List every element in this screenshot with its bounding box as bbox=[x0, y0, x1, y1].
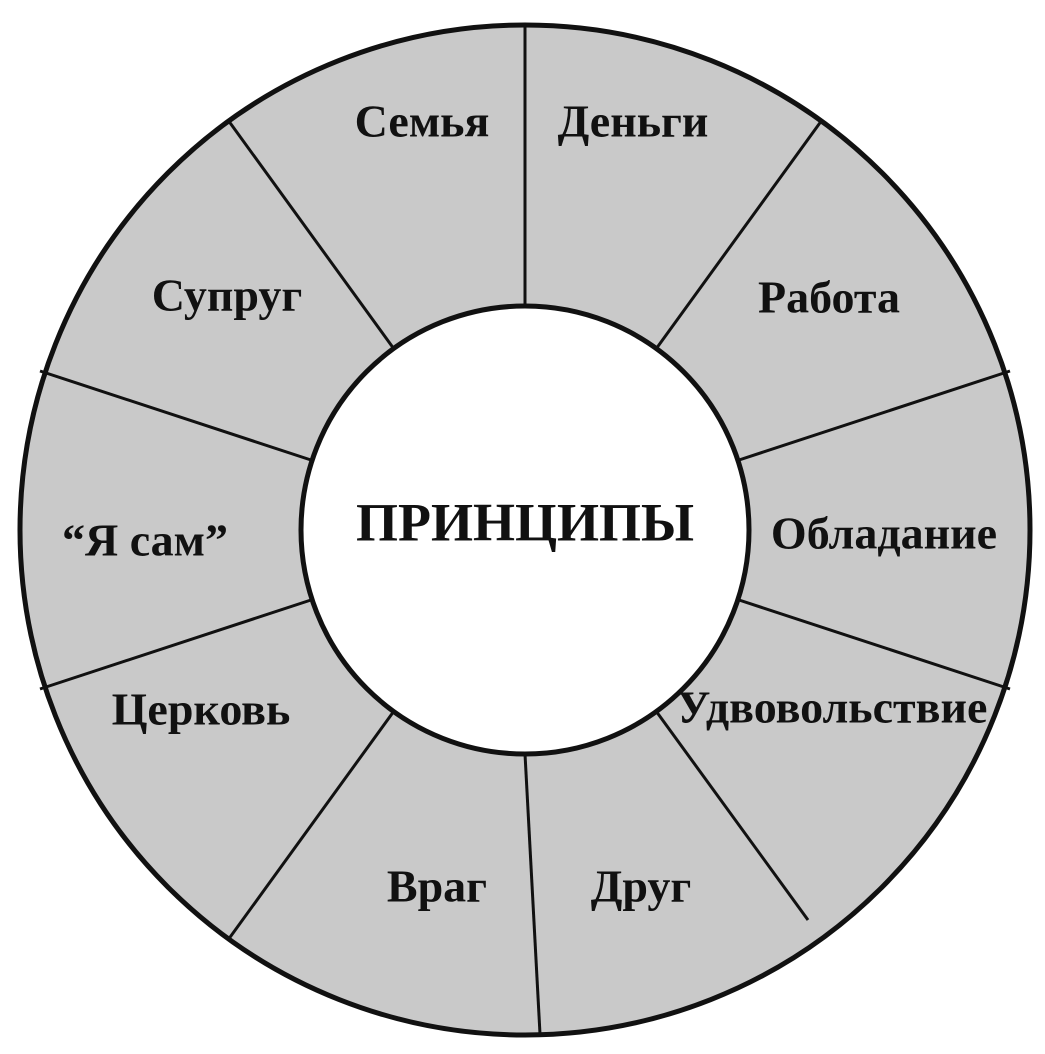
divider-line bbox=[226, 710, 396, 941]
center-label: ПРИНЦИПЫ bbox=[356, 492, 694, 552]
segment-label-self: “Я сам” bbox=[62, 515, 228, 566]
divider-line bbox=[39, 597, 315, 691]
segment-label-work: Работа bbox=[758, 272, 900, 323]
segment-label-possession: Обладание bbox=[771, 508, 997, 559]
segment-label-church: Церковь bbox=[112, 684, 291, 735]
divider-line bbox=[226, 119, 396, 350]
divider-line bbox=[39, 369, 315, 463]
segment-label-pleasure: Удвовольствие bbox=[677, 682, 988, 733]
segment-dividers bbox=[39, 25, 1011, 1035]
segment-label-money: Деньги bbox=[558, 96, 709, 147]
divider-line bbox=[735, 597, 1011, 691]
divider-line bbox=[735, 369, 1011, 463]
segment-label-spouse: Супруг bbox=[152, 270, 302, 321]
segment-label-friend: Друг bbox=[591, 861, 692, 912]
divider-line bbox=[523, 753, 542, 1035]
segment-label-family: Семья bbox=[355, 96, 490, 147]
segment-label-enemy: Враг bbox=[387, 861, 487, 912]
center-circle bbox=[298, 303, 752, 757]
divider-line bbox=[654, 119, 824, 350]
divider-line bbox=[654, 710, 810, 921]
